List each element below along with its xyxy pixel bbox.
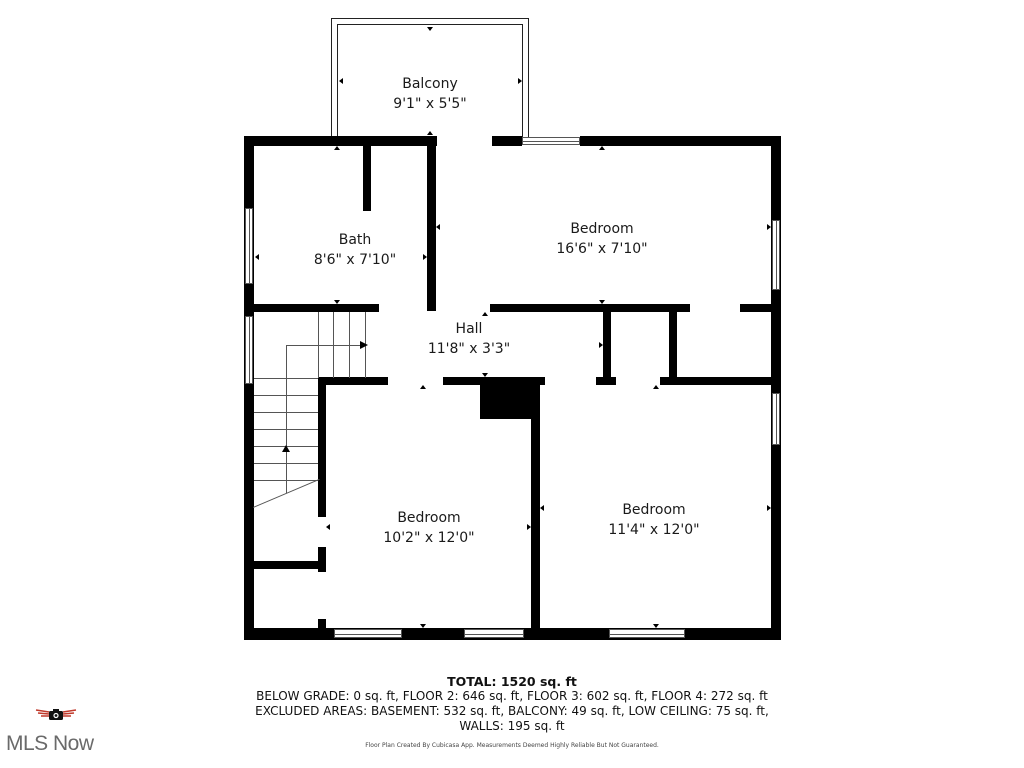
wall-stair-right-b	[318, 547, 326, 572]
dim-marker	[420, 624, 426, 628]
window-top-bedroom-right	[772, 220, 780, 290]
room-name: Bath	[338, 232, 372, 248]
wall-closet-bottom	[660, 377, 771, 385]
room-label-bedroom-left: Bedroom 10'2" x 12'0"	[383, 508, 474, 548]
dim-marker	[599, 300, 605, 304]
room-label-bath: Bath 8'6" x 7'10"	[314, 230, 396, 270]
dim-marker	[255, 254, 259, 260]
area-breakdown: BELOW GRADE: 0 sq. ft, FLOOR 2: 646 sq. …	[256, 689, 768, 703]
wall-closet-foot	[596, 377, 616, 385]
wall-stair-right-c	[318, 619, 326, 631]
winged-camera-icon	[35, 709, 77, 720]
dim-marker	[518, 78, 522, 84]
window-bottom-right	[609, 629, 685, 638]
mls-now-logo: MLS Now	[6, 704, 106, 764]
window-bottom-left-2	[464, 629, 524, 638]
window-bath	[245, 208, 253, 284]
dim-marker	[334, 300, 340, 304]
dim-marker	[420, 385, 426, 389]
room-dimensions: 11'8" x 3'3"	[427, 341, 511, 357]
wall-bath-stub	[363, 146, 371, 211]
dim-marker	[767, 224, 771, 230]
wall-closet-under-stairs	[254, 561, 324, 569]
window-bottom-left-1	[334, 629, 402, 638]
walls-area: WALLS: 195 sq. ft	[459, 719, 565, 733]
room-dimensions: 8'6" x 7'10"	[313, 252, 397, 268]
wall-bedroom-top-bottom-a	[490, 304, 690, 312]
wall-bedrooms-divider	[531, 377, 540, 633]
wall-right	[771, 136, 781, 640]
room-dimensions: 16'6" x 7'10"	[556, 241, 648, 257]
wall-top-left	[244, 136, 437, 146]
room-label-balcony: Balcony 9'1" x 5'5"	[393, 74, 466, 114]
room-dimensions: 9'1" x 5'5"	[393, 96, 467, 112]
wall-bath-right	[427, 136, 436, 311]
room-name: Bedroom	[570, 221, 634, 237]
dim-marker	[767, 505, 771, 511]
room-name: Bedroom	[397, 510, 461, 526]
dim-marker	[334, 146, 340, 150]
wall-top-right-a	[492, 136, 522, 146]
floor-plan: Balcony 9'1" x 5'5" Bath 8'6" x 7'10" Be…	[244, 18, 781, 640]
total-area: TOTAL: 1520 sq. ft	[447, 674, 577, 689]
dim-marker	[482, 373, 488, 377]
chimney	[480, 377, 538, 419]
window-right-bedroom-right	[772, 393, 780, 445]
dim-marker	[427, 27, 433, 31]
stair-arrow-up	[282, 445, 290, 452]
room-name: Hall	[455, 321, 483, 337]
dim-marker	[599, 342, 603, 348]
dim-marker	[653, 624, 659, 628]
balcony-railing-inner	[337, 24, 523, 138]
wall-bedroom-top-bottom-b	[740, 304, 771, 312]
wall-bath-bottom	[254, 304, 379, 312]
dim-marker	[482, 312, 488, 316]
excluded-areas: EXCLUDED AREAS: BASEMENT: 532 sq. ft, BA…	[255, 704, 769, 718]
room-label-hall: Hall 11'8" x 3'3"	[428, 319, 510, 359]
dim-marker	[540, 505, 544, 511]
dim-marker	[339, 78, 343, 84]
logo-text: MLS Now	[6, 732, 94, 755]
dim-marker	[326, 524, 330, 530]
disclaimer: Floor Plan Created By Cubicasa App. Meas…	[365, 742, 659, 749]
window-top-bedroom	[522, 137, 580, 145]
wall-top-right-b	[580, 136, 781, 146]
room-name: Bedroom	[622, 502, 686, 518]
dim-marker	[427, 131, 433, 135]
balcony-railing-outer	[331, 18, 529, 138]
room-label-bedroom-right: Bedroom 11'4" x 12'0"	[608, 500, 699, 540]
room-dimensions: 10'2" x 12'0"	[383, 530, 475, 546]
area-summary: TOTAL: 1520 sq. ft BELOW GRADE: 0 sq. ft…	[0, 674, 1024, 734]
stair-arrow-right	[360, 341, 368, 349]
dim-marker	[527, 524, 531, 530]
wall-stair-right-a	[318, 377, 326, 517]
room-label-bedroom-top: Bedroom 16'6" x 7'10"	[556, 219, 647, 259]
room-dimensions: 11'4" x 12'0"	[608, 522, 700, 538]
wall-left	[244, 136, 254, 640]
dim-marker	[423, 254, 427, 260]
wall-hall-bottom-a	[318, 377, 388, 385]
dim-marker	[599, 146, 605, 150]
dim-marker	[653, 385, 659, 389]
wall-closet-left	[603, 304, 611, 384]
window-stairs	[245, 316, 253, 384]
dim-marker	[436, 224, 440, 230]
room-name: Balcony	[402, 76, 458, 92]
wall-closet-right	[669, 304, 677, 384]
